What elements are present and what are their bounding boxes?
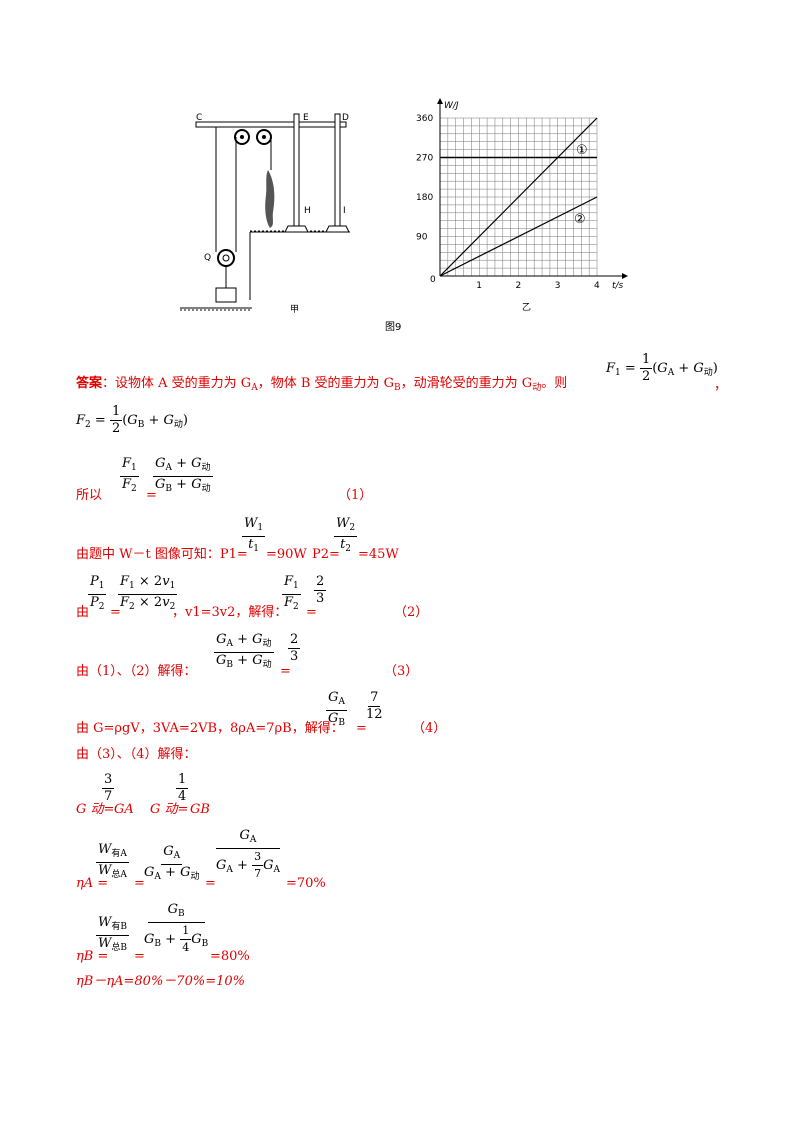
label-i: I — [343, 206, 346, 216]
eq-sign-4: = — [280, 664, 291, 679]
series-line-2 — [439, 196, 598, 277]
eta-a-eq-2: = — [205, 876, 216, 891]
eq3-tag: （3） — [384, 664, 419, 679]
label-h: H — [304, 206, 311, 216]
x-axis-label: t/s — [612, 281, 624, 291]
series-line-1 — [439, 117, 598, 277]
eta-b-value: =80% — [210, 949, 250, 964]
label-e: E — [303, 113, 309, 123]
final-result: ηB－ηA=80%－70%=10% — [76, 974, 245, 989]
eq1-tag: （1） — [338, 488, 373, 503]
density-line: 由 G=ρgV，3VA=2VB，8ρA=7ρB，解得： — [76, 721, 344, 736]
comma: ， — [714, 378, 728, 393]
label-c: C — [196, 113, 202, 123]
g-dong-1: G 动= — [76, 802, 115, 817]
pulley-apparatus-diagram: C E D H I Q 甲 — [180, 113, 350, 315]
v-relation: ，v1=3v2，解得： — [172, 605, 288, 620]
p2-label: P2= — [312, 547, 340, 562]
g-dong-1-end: GA — [114, 802, 134, 817]
eq2-tag: （2） — [394, 605, 429, 620]
figure-caption: 图9 — [385, 322, 402, 333]
eq-sign-3: = — [306, 605, 317, 620]
x-tick-label: 1 — [476, 281, 482, 291]
y-tick-label: 180 — [416, 193, 433, 203]
y-tick-label: 360 — [416, 114, 433, 124]
p2-value: =45W — [358, 547, 399, 562]
eta-b-label: ηB = — [76, 949, 109, 964]
from12-line: 由（1）、（2）解得： — [76, 664, 197, 679]
eta-b-eq: = — [134, 949, 145, 964]
label-d: D — [342, 113, 349, 123]
eta-a-eq: = — [134, 876, 145, 891]
so-label: 所以 — [76, 488, 103, 503]
line1-label: ① — [576, 143, 588, 158]
x-tick-label: 2 — [516, 281, 522, 291]
y-tick-label: 90 — [416, 233, 428, 243]
graph-reading-line: 由题中 W－t 图像可知：P1= — [76, 547, 248, 562]
p1-value: =90W — [266, 547, 307, 562]
eq-sign-2: = — [110, 605, 121, 620]
line2-label: ② — [574, 212, 586, 227]
y-axis-label: W/J — [444, 101, 459, 111]
answer-heading: 答案 — [76, 376, 103, 391]
from-label: 由 — [76, 605, 90, 620]
g-dong-2: G 动= — [150, 802, 189, 817]
x-tick-label: 3 — [555, 281, 561, 291]
figure-apparatus: C E D H I Q 甲 — [180, 100, 370, 320]
eq-sign-5: = — [356, 721, 367, 736]
work-time-graph: W/J t/s 0 90 180 270 360 1 2 3 4 ① ② 乙 — [416, 98, 628, 313]
eq-sign: = — [146, 488, 157, 503]
g-dong-2-end: GB — [190, 802, 210, 817]
origin-label: 0 — [430, 275, 436, 285]
eq4-tag: （4） — [412, 721, 447, 736]
from34-line: 由（3）、（4）解得： — [76, 747, 197, 762]
eta-a-label: ηA = — [76, 876, 109, 891]
y-tick-label: 270 — [416, 154, 433, 164]
x-tick-label: 4 — [594, 281, 600, 291]
label-q: Q — [204, 253, 211, 263]
eta-a-value: =70% — [286, 876, 326, 891]
caption-yi: 乙 — [522, 302, 531, 313]
caption-jia: 甲 — [290, 304, 299, 315]
answer-intro: 答案：设物体 A 受的重力为 GA，物体 B 受的重力为 GB，动滑轮受的重力为… — [76, 376, 568, 393]
figure-graph: W/J t/s 0 90 180 270 360 1 2 3 4 ① ② 乙 — [412, 96, 632, 316]
